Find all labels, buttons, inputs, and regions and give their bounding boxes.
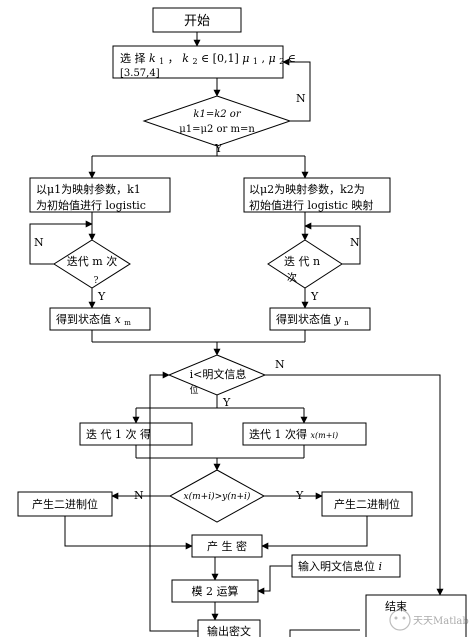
mu2-symbol: μ — [269, 52, 276, 65]
mod2-operation-box: 模 2 运算 — [171, 579, 259, 603]
iter-once-right-var: x(m+i) — [311, 431, 339, 440]
iter-once-right-text: 迭代 1 次得 x(m+i) — [249, 427, 338, 441]
arrow-cond2-n-end — [265, 374, 444, 596]
arrow-input-mod2 — [257, 565, 292, 595]
select-comma2: , — [262, 52, 266, 65]
k2-symbol: k — [182, 52, 189, 65]
select-word: 选 择 — [120, 51, 149, 65]
arrow-output-loop — [149, 371, 198, 632]
input-bit-var: i — [379, 560, 383, 573]
state-left-label: 得到状态值 — [56, 312, 115, 326]
generate-key-box: 产 生 密 — [191, 534, 263, 558]
iter-m-line1: 迭代 m 次 — [67, 254, 117, 268]
branch-labels: N Y N Y N Y N Y N Y — [34, 92, 360, 502]
bin-right-text: 产生二进制位 — [334, 497, 400, 511]
start-text: 开始 — [184, 14, 210, 29]
input-bit-label: 输入明文信息位 — [298, 559, 379, 573]
decision-iterate-n: 迭 代 n 次 — [267, 239, 343, 289]
mu1-subscript: 1 — [253, 57, 258, 66]
generate-bit-left-box: 产生二进制位 — [17, 491, 113, 517]
state-right-var: y — [334, 313, 342, 326]
label-n-cond3: N — [134, 489, 144, 502]
cond2-line2: 位 — [189, 384, 198, 396]
right-map-line2: 初始值进行 logistic 映射 — [249, 198, 373, 212]
decision-i-less-than-bits: i<明文信息 位 — [167, 354, 267, 396]
state-left-sub: m — [124, 319, 131, 327]
mu2-subscript: 2 — [279, 57, 284, 66]
select-in: ∈ — [288, 52, 296, 65]
label-y-cond1: Y — [214, 142, 223, 155]
state-right-sub: n — [344, 319, 349, 327]
partial-bottom-box — [289, 629, 360, 637]
arrow-iter-m-n-loop — [29, 220, 93, 265]
k1-subscript: 1 — [159, 57, 164, 66]
state-left-text: 得到状态值 x m — [56, 312, 131, 327]
input-plaintext-bit-box: 输入明文信息位 i — [291, 554, 401, 578]
left-logistic-map-box: 以μ1为映射参数，k1 为初始值进行 logistic — [29, 177, 171, 213]
decision-compare-xy: x(m+i)>y(n+i) — [168, 469, 266, 523]
iterate-once-right-box: 迭代 1 次得 x(m+i) — [242, 422, 367, 446]
watermark: 天天Matlab — [389, 609, 469, 631]
watermark-text: 天天Matlab — [413, 616, 469, 627]
iter-once-left-text: 迭 代 1 次 得 — [86, 427, 151, 441]
iter-once-right-label: 迭代 1 次得 — [249, 427, 311, 441]
right-map-line1: 以μ2为映射参数，k2为 — [249, 182, 365, 196]
arrow-iter-n-n-loop — [304, 222, 361, 265]
cond2-line1: i<明文信息 — [190, 367, 247, 381]
left-map-line1: 以μ1为映射参数，k1 — [36, 182, 141, 196]
label-y-cond3: Y — [295, 489, 304, 502]
label-y-iter-m: Y — [97, 290, 106, 303]
label-n-cond2: N — [275, 358, 285, 371]
state-value-y-box: 得到状态值 y n — [269, 307, 371, 331]
arrow-bin-right-key — [261, 516, 368, 550]
watermark-wechat-icon — [389, 609, 411, 631]
select-text-line2: [3.57,4] — [120, 68, 160, 79]
label-y-cond2: Y — [222, 396, 231, 409]
k2-subscript: 2 — [192, 57, 197, 66]
generate-bit-right-box: 产生二进制位 — [321, 491, 413, 517]
left-map-line2: 为初始值进行 logistic — [36, 198, 146, 212]
label-n-cond1: N — [296, 92, 306, 105]
output-text: 输出密文 — [207, 624, 251, 637]
decision-parameters-equal: k1=k2 or μ1=μ2 or m=n — [142, 95, 292, 147]
select-range-k: ∈ [0,1] — [201, 52, 239, 65]
label-y-iter-n: Y — [310, 290, 319, 303]
iter-n-line1: 迭 代 n — [284, 255, 320, 268]
bin-left-text: 产生二进制位 — [32, 497, 98, 511]
mu1-symbol: μ — [242, 52, 249, 65]
select-parameters-box: 选 择 k 1 ， k 2 ∈ [0,1] μ 1 , μ 2 ∈ [3.57,… — [112, 45, 296, 79]
start-terminal: 开始 — [152, 7, 242, 33]
iter-n-line2: 次 — [287, 271, 297, 284]
state-value-x-box: 得到状态值 x m — [49, 307, 151, 331]
state-left-var: x — [115, 313, 122, 326]
decision-iterate-m: 迭代 m 次 ? — [53, 239, 131, 289]
cond3-text: x(m+i)>y(n+i) — [184, 491, 251, 502]
select-comma: ， — [168, 52, 179, 65]
connectors — [29, 32, 444, 632]
label-n-iter-m: N — [34, 236, 44, 249]
select-text-line1: 选 择 k 1 ， k 2 ∈ [0,1] μ 1 , μ 2 ∈ — [120, 51, 296, 67]
arrow-cond1-n-loop — [282, 58, 311, 122]
output-ciphertext-box: 输出密文 — [197, 619, 261, 637]
state-right-text: 得到状态值 y n — [276, 312, 349, 327]
gen-key-text: 产 生 密 — [207, 539, 247, 553]
right-logistic-map-box: 以μ2为映射参数，k2为 初始值进行 logistic 映射 — [243, 177, 391, 213]
arrow-bin-left-key — [64, 516, 193, 550]
iterate-once-left-box: 迭 代 1 次 得 — [79, 422, 193, 446]
k1-symbol: k — [149, 52, 156, 65]
state-right-label: 得到状态值 — [276, 312, 335, 326]
cond1-line2: μ1=μ2 or m=n — [179, 124, 255, 135]
label-n-iter-n: N — [350, 236, 360, 249]
input-bit-text: 输入明文信息位 i — [298, 559, 382, 573]
cond1-line1: k1=k2 or — [193, 109, 241, 120]
mod2-text: 模 2 运算 — [192, 584, 239, 598]
iter-m-line2: ? — [94, 276, 99, 286]
